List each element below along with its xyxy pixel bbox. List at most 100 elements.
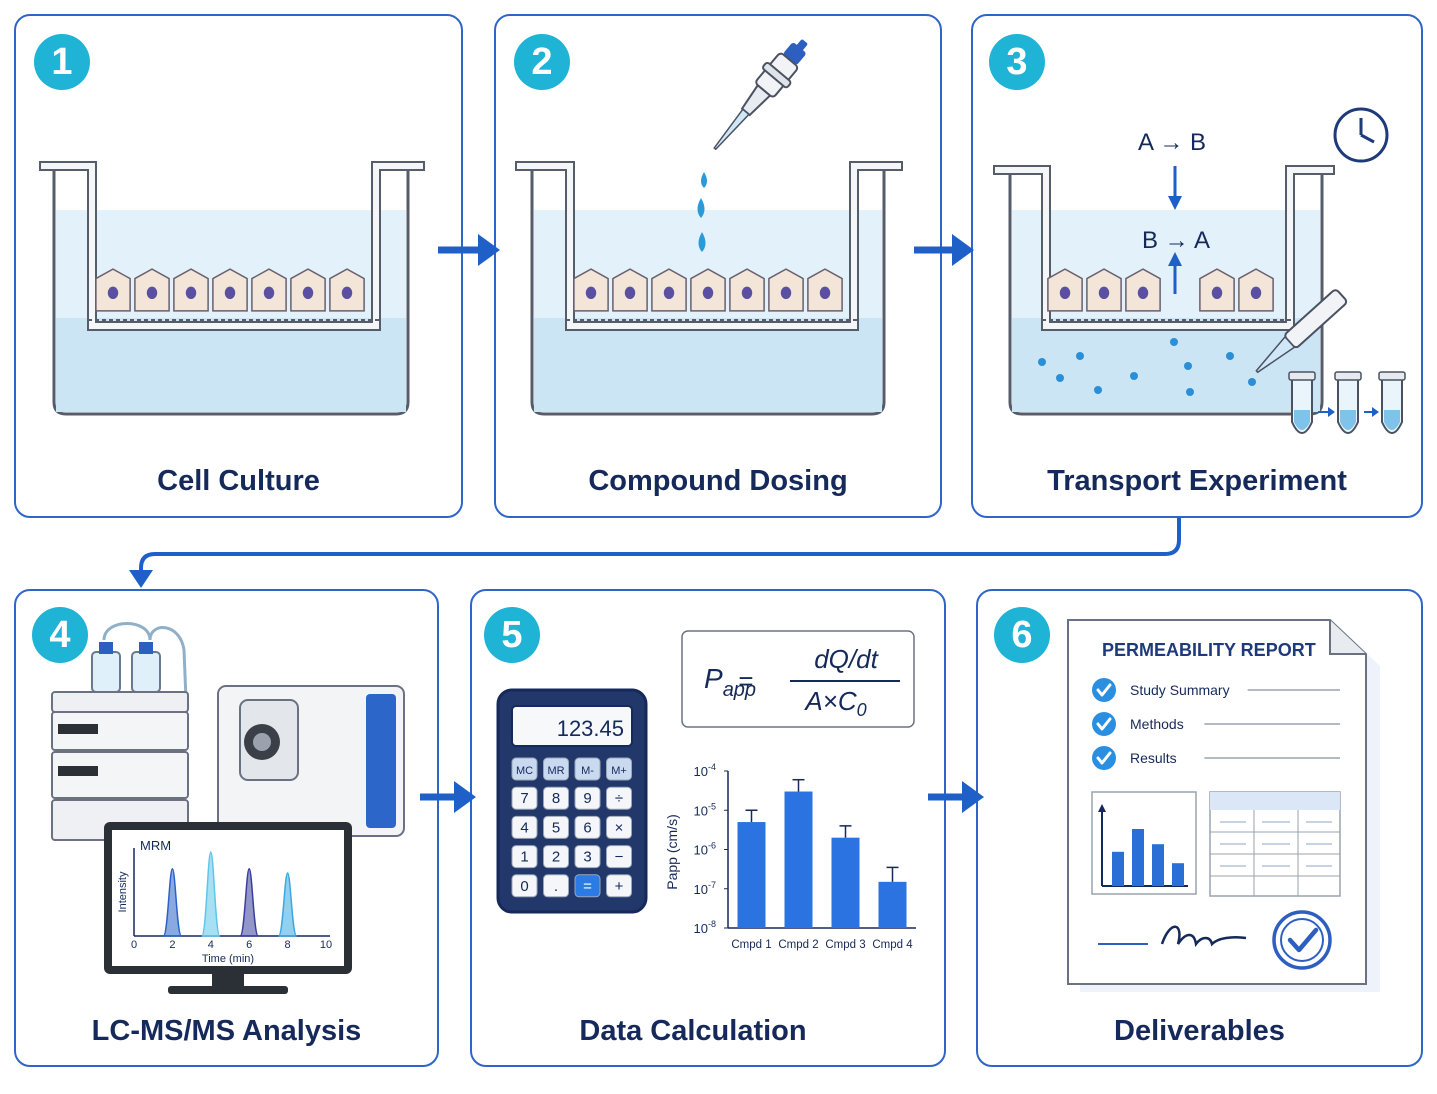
report-title: PERMEABILITY REPORT: [1102, 640, 1316, 660]
formula-lhs: Papp: [704, 663, 756, 701]
calculator-key[interactable]: [606, 786, 632, 810]
calculator-key-label: M+: [611, 765, 627, 777]
x-tick-label: Cmpd 2: [778, 939, 818, 951]
calculator-key-label: −: [615, 849, 624, 866]
calculator-key[interactable]: [511, 874, 538, 898]
calculator-key[interactable]: [606, 874, 632, 898]
step-number-badge: 1: [34, 34, 90, 90]
chromatogram-peak: [162, 868, 183, 937]
solvent-bottles: [91, 622, 188, 701]
calculator-display: 123.45: [557, 716, 624, 741]
calculator-key-label: 1: [520, 849, 528, 866]
calculator-key[interactable]: [606, 815, 632, 839]
y-tick-label: 10-8: [694, 919, 716, 936]
y-tick-label: 10-7: [694, 880, 716, 897]
calculator-key[interactable]: [511, 757, 538, 781]
calculator-key-label: 5: [552, 819, 560, 836]
calculator-key[interactable]: [574, 874, 601, 898]
x-tick-label: 6: [246, 939, 252, 951]
report-item-label: Methods: [1130, 716, 1184, 732]
report-mini-bar: [1172, 863, 1184, 886]
ba-direction-label: B → A: [1142, 227, 1210, 254]
y-tick-label: 10-6: [694, 841, 716, 858]
check-icon: [1092, 746, 1116, 770]
up-arrow: [1168, 252, 1182, 294]
calculator-key[interactable]: [574, 845, 601, 869]
report-mini-bar: [1112, 851, 1124, 886]
calculator-key-label: MC: [516, 765, 533, 777]
ab-direction-label: A → B: [1138, 129, 1206, 156]
mass-spectrometer: [217, 685, 405, 837]
flow-arrow: [914, 234, 974, 266]
flow-arrow: [438, 234, 500, 266]
check-mark: [1096, 717, 1112, 731]
step-number-badge: 3: [989, 34, 1045, 90]
step-title: Transport Experiment: [1047, 465, 1347, 497]
x-tick-label: 0: [131, 939, 137, 951]
flow-arrow: [928, 781, 984, 813]
step-title: Cell Culture: [157, 465, 320, 497]
calculator-key[interactable]: [574, 815, 601, 839]
step-number-badge: 6: [994, 607, 1050, 663]
calculator-key[interactable]: [606, 845, 632, 869]
pipette-icon: [1255, 289, 1348, 374]
check-mark: [1096, 683, 1112, 697]
chart-ylabel: Papp (cm/s): [664, 814, 680, 889]
down-arrow: [1168, 166, 1182, 210]
check-icon: [1092, 712, 1116, 736]
calculator-key-label: 4: [520, 819, 528, 836]
calculator-key-label: ÷: [615, 790, 623, 807]
step-number-badge: 4: [32, 607, 88, 663]
calculator-key[interactable]: [511, 845, 538, 869]
x-tick-label: 2: [169, 939, 175, 951]
calculator-key[interactable]: [511, 815, 538, 839]
step-title: Compound Dosing: [588, 465, 848, 497]
report-table: [1209, 791, 1341, 897]
report-mini-bar: [1132, 829, 1144, 886]
calculator-key[interactable]: [511, 786, 538, 810]
calculator-key-label: +: [615, 878, 624, 895]
check-mark: [1096, 751, 1112, 765]
intensity-label: Intensity: [117, 871, 129, 912]
calculator-key-label: ×: [615, 819, 624, 836]
formula-box: [681, 630, 915, 728]
time-axis-label: Time (min): [202, 953, 254, 965]
calculator-key[interactable]: [606, 757, 632, 781]
particle-dots: [1038, 338, 1256, 396]
calculator-key-label: MR: [547, 765, 564, 777]
y-tick-label: 10-4: [694, 762, 716, 779]
bar: [737, 822, 766, 928]
calculator-key[interactable]: [574, 757, 601, 781]
calculator-key[interactable]: [543, 815, 569, 839]
calculator-key-label: 2: [552, 849, 560, 866]
calculator-key-label: 9: [583, 790, 591, 807]
check-icon: [1092, 678, 1116, 702]
report-chart: [1091, 791, 1197, 895]
calculator-key[interactable]: [543, 786, 569, 810]
bar: [784, 791, 813, 928]
calculator-key-label: 0: [520, 878, 528, 895]
sample-tube-icon: [1288, 371, 1406, 434]
flow-connector-arrow: [129, 518, 1181, 588]
clock-icon: [1333, 107, 1389, 163]
chromatogram-peak: [277, 872, 298, 937]
calculator-key[interactable]: [543, 874, 569, 898]
calculator-key-label: 7: [520, 790, 528, 807]
calculator-key[interactable]: [574, 786, 601, 810]
calculator-key[interactable]: [543, 757, 569, 781]
bar: [878, 881, 907, 928]
report-item-label: Results: [1130, 750, 1177, 766]
formula-den-sub: 0: [857, 700, 867, 720]
step-number-badge: 5: [484, 607, 540, 663]
formula-equals: =: [738, 666, 753, 696]
calculator-key-label: M-: [581, 765, 594, 777]
calculator-key[interactable]: [543, 845, 569, 869]
pipette-icon: [713, 39, 808, 151]
chromatogram-peak: [201, 851, 221, 937]
signature-line: [1098, 925, 1247, 948]
calculator-key-label: =: [583, 878, 592, 895]
